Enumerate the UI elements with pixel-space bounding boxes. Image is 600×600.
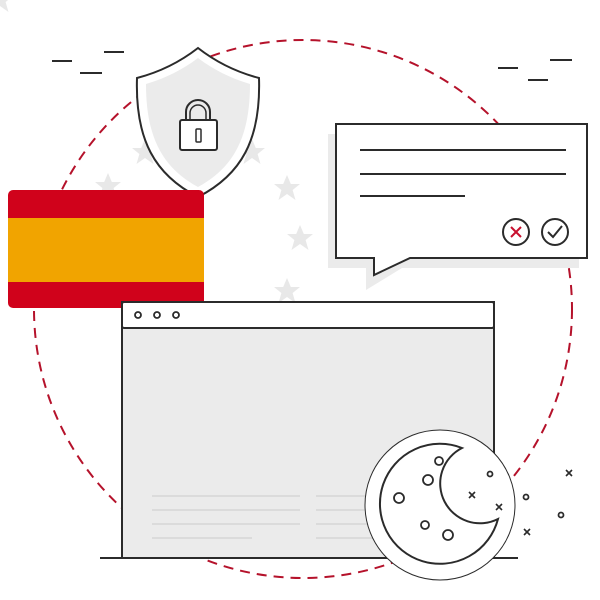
check-icon	[547, 225, 563, 239]
decorative-dashes	[52, 51, 572, 81]
consent-speech-bubble	[328, 123, 588, 290]
cookie-icon	[364, 429, 573, 581]
spain-flag-icon	[8, 190, 204, 308]
eu-stars-icon	[0, 0, 313, 303]
close-icon	[510, 226, 522, 238]
reject-button[interactable]	[502, 218, 530, 246]
dashed-circle	[33, 39, 573, 579]
shield-lock-icon	[135, 46, 261, 199]
accept-button[interactable]	[541, 218, 569, 246]
